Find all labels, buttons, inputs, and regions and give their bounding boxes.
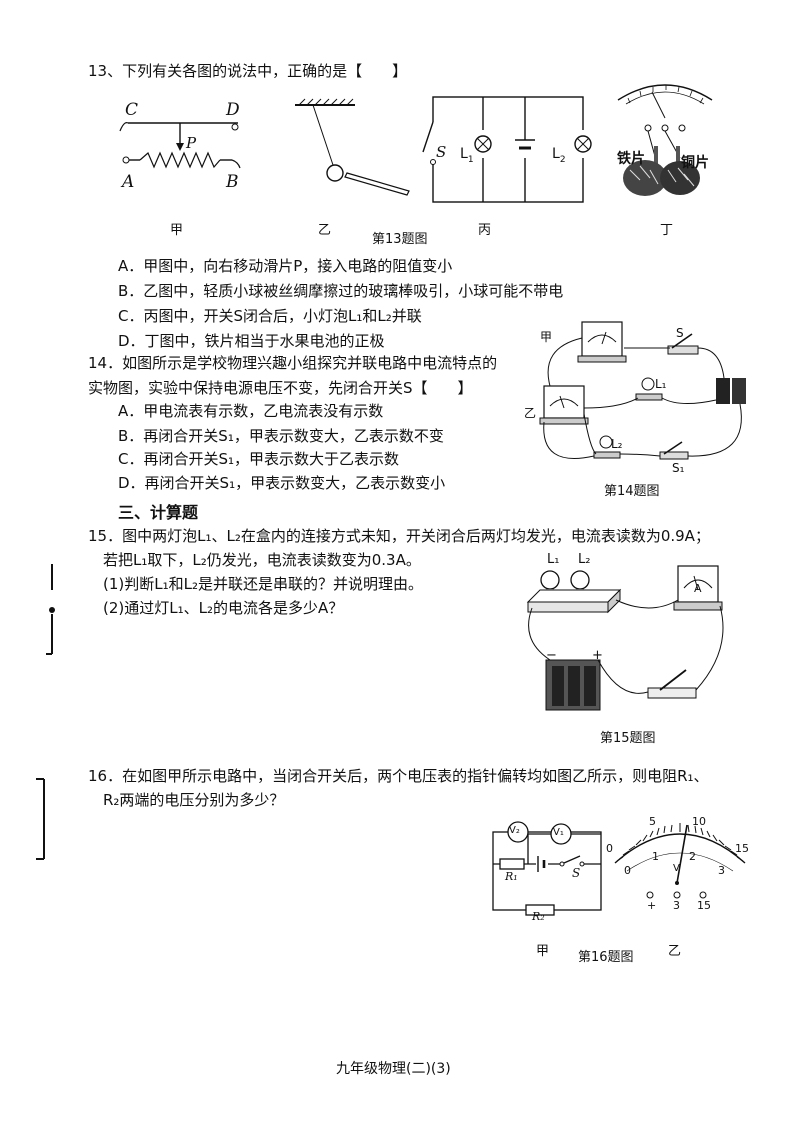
q14-fig-S1-label: S₁ bbox=[672, 461, 685, 475]
q13-fig-bing-circuit bbox=[422, 96, 592, 203]
q15-part1: (1)判断L₁和L₂是并联还是串联的？并说明理由。 bbox=[103, 575, 423, 593]
q16-fig-V2-label: V₂ bbox=[509, 825, 520, 836]
q13-bing-L2: L2 bbox=[552, 146, 566, 165]
q13-label-P: P bbox=[186, 134, 197, 152]
q14-fig-L1-label: L₁ bbox=[655, 377, 667, 391]
q13-ding-copper-label: 铜片 bbox=[681, 155, 709, 171]
q16-fig-jia-circuit bbox=[492, 821, 602, 916]
q13-option-c: C．丙图中，开关S闭合后，小灯泡L₁和L₂并联 bbox=[118, 307, 422, 325]
q16-dial-inner-0: 0 bbox=[624, 864, 631, 877]
q14-option-c: C．再闭合开关S₁，甲表示数大于乙表示数 bbox=[118, 450, 400, 468]
q16-stem-line2: R₂两端的电压分别为多少？ bbox=[103, 791, 285, 809]
q16-dial-inner-3: 3 bbox=[718, 864, 725, 877]
q16-fig-V1-label: V₁ bbox=[553, 827, 564, 838]
q14-fig-L2-label: L₂ bbox=[611, 437, 623, 451]
q16-dial-outer-10: 10 bbox=[692, 815, 706, 828]
q13-option-a: A．甲图中，向右移动滑片P，接入电路的阻值变小 bbox=[118, 257, 453, 275]
q13-caption: 第13题图 bbox=[372, 232, 428, 247]
q16-caption: 第16题图 bbox=[578, 950, 634, 965]
q14-caption: 第14题图 bbox=[604, 484, 660, 499]
q15-fig-L2-label: L₂ bbox=[578, 552, 591, 567]
q16-dial-inner-2: 2 bbox=[689, 850, 696, 863]
q14-fig-parallel-circuit bbox=[539, 321, 746, 460]
section-calculation-heading: 三、计算题 bbox=[118, 503, 199, 522]
q13-sub-jia: 甲 bbox=[170, 223, 184, 238]
q15-fig-circuit bbox=[526, 565, 724, 711]
q15-caption: 第15题图 bbox=[600, 731, 656, 746]
q15-fig-minus: − bbox=[546, 648, 557, 663]
q16-terminal-plus: + bbox=[647, 899, 657, 912]
q13-ding-iron-label: 铁片 bbox=[617, 151, 645, 167]
q15-part2: (2)通过灯L₁、L₂的电流各是多少A？ bbox=[103, 599, 344, 617]
q15-stem-line2: 若把L₁取下，L₂仍发光，电流表读数变为0.3A。 bbox=[103, 551, 421, 569]
q13-sub-bing: 丙 bbox=[478, 223, 492, 238]
q14-fig-jia-label: 甲 bbox=[540, 330, 553, 344]
q13-label-A: A bbox=[122, 172, 135, 192]
q16-fig-R1-label: R₁ bbox=[505, 870, 518, 883]
q16-dial-outer-15: 15 bbox=[735, 842, 749, 855]
q15-stem-line1: 15．图中两灯泡L₁、L₂在盒内的连接方式未知，开关闭合后两灯均发光，电流表读数… bbox=[88, 527, 710, 545]
q13-bing-L1: L1 bbox=[460, 146, 474, 165]
q13-stem: 13、下列有关各图的说法中，正确的是【 】 bbox=[88, 62, 408, 80]
page-footer: 九年级物理(二)(3) bbox=[336, 1061, 451, 1077]
q15-fig-plus: + bbox=[592, 648, 603, 663]
q14-option-b: B．再闭合开关S₁，甲表示数变大，乙表示数不变 bbox=[118, 427, 444, 445]
q13-fig-jia-rheostat bbox=[119, 122, 241, 169]
q16-terminal-3: 3 bbox=[673, 899, 680, 912]
q16-dial-outer-5: 5 bbox=[649, 815, 656, 828]
q16-fig-R2-label: R₂ bbox=[532, 910, 545, 923]
q13-sub-ding: 丁 bbox=[660, 223, 674, 238]
q16-sub-yi: 乙 bbox=[668, 944, 682, 959]
q13-sub-yi: 乙 bbox=[318, 223, 332, 238]
q13-option-d: D．丁图中，铁片相当于水果电池的正极 bbox=[118, 332, 385, 350]
q13-option-b: B．乙图中，轻质小球被丝绸摩擦过的玻璃棒吸引，小球可能不带电 bbox=[118, 282, 564, 300]
q14-stem-line1: 14．如图所示是学校物理兴趣小组探究并联电路中电流特点的 bbox=[88, 354, 498, 372]
q16-fig-yi-voltmeter-dial bbox=[614, 823, 746, 899]
q13-label-C: C bbox=[125, 100, 139, 120]
margin-bracket-1 bbox=[46, 564, 55, 655]
q13-label-B: B bbox=[226, 172, 239, 192]
q14-option-a: A．甲电流表有示数，乙电流表没有示数 bbox=[118, 402, 384, 420]
q14-option-d: D．再闭合开关S₁，甲表示数变大，乙表示数变小 bbox=[118, 474, 446, 492]
q16-dial-V: V bbox=[673, 863, 680, 874]
q16-terminal-15: 15 bbox=[697, 899, 711, 912]
q14-stem-line2: 实物图，实验中保持电源电压不变，先闭合开关S【 】 bbox=[88, 379, 473, 397]
q16-sub-jia: 甲 bbox=[536, 944, 550, 959]
q16-dial-outer-0: 0 bbox=[606, 842, 613, 855]
q14-fig-S-label: S bbox=[676, 326, 684, 340]
q16-dial-inner-1: 1 bbox=[652, 850, 659, 863]
q15-fig-L1-label: L₁ bbox=[547, 552, 560, 567]
q16-fig-S-label: S bbox=[572, 866, 581, 880]
q14-fig-yi-label: 乙 bbox=[524, 406, 537, 420]
q13-fig-yi-charged-ball bbox=[295, 98, 410, 196]
q15-fig-ammeter-A: A bbox=[694, 582, 702, 595]
q16-stem-line1: 16．在如图甲所示电路中，当闭合开关后，两个电压表的指针偏转均如图乙所示，则电阻… bbox=[88, 767, 709, 785]
margin-bracket-2 bbox=[36, 778, 45, 860]
q13-bing-S: S bbox=[436, 143, 447, 161]
q13-label-D: D bbox=[226, 100, 240, 120]
q13-fig-ding-fruit-battery bbox=[617, 84, 713, 196]
